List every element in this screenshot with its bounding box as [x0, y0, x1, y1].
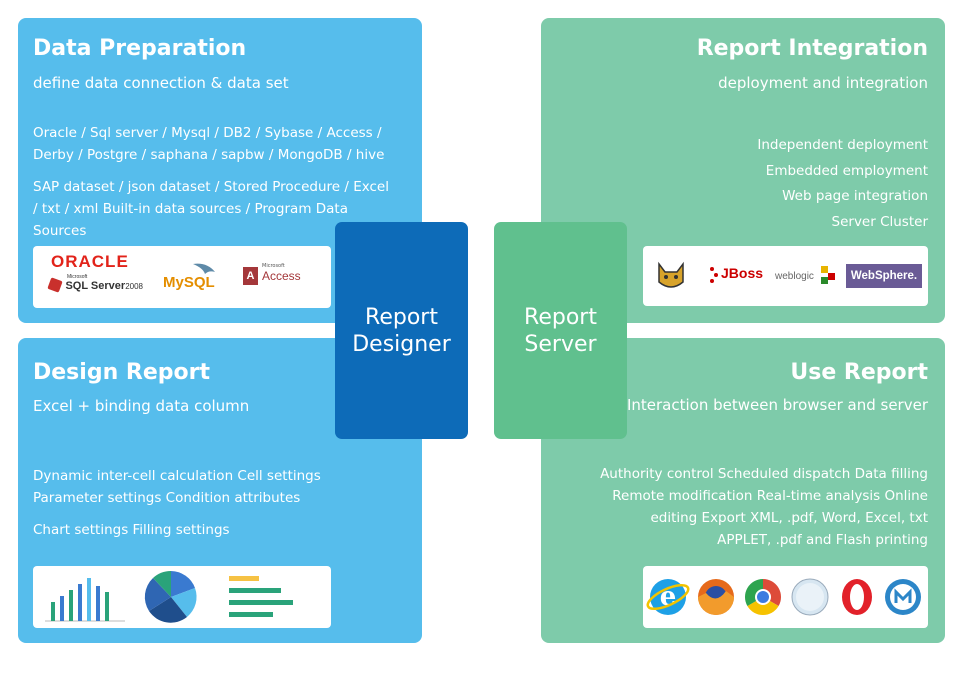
jboss-label: JBoss: [721, 265, 764, 281]
use-report-items: Authority control Scheduled dispatch Dat…: [600, 466, 928, 548]
horizontal-bar-thumbnail: [229, 576, 293, 617]
report-server-label: Report Server: [524, 304, 597, 357]
access-icon: A: [243, 267, 258, 285]
access-small-label: Microsoft: [262, 263, 285, 269]
access-logo: A Microsoft Access: [243, 263, 301, 285]
dolphin-icon: [193, 263, 215, 274]
websphere-logo: WebSphere.: [846, 264, 922, 288]
chart-thumbnails: [33, 566, 331, 628]
weblogic-label: weblogic: [775, 271, 814, 282]
opera-icon: [842, 579, 872, 615]
design-features: Dynamic inter-cell calculation Cell sett…: [33, 468, 321, 506]
report-designer-node: Report Designer: [335, 222, 468, 439]
data-preparation-title: Data Preparation: [33, 36, 247, 61]
access-label: Access: [262, 269, 301, 283]
report-integration-subtitle: deployment and integration: [718, 74, 928, 92]
sqlserver-label: SQL Server: [65, 280, 126, 292]
jboss-logo: JBoss: [707, 264, 763, 290]
use-report-title: Use Report: [790, 360, 928, 385]
pie-chart-thumbnail: [144, 570, 197, 623]
design-report-subtitle: Excel + binding data column: [33, 397, 250, 415]
firefox-icon: [698, 579, 734, 615]
report-integration-title: Report Integration: [696, 36, 928, 61]
dataset-list: SAP dataset / json dataset / Stored Proc…: [33, 179, 389, 239]
sqlserver-small-label: Microsoft: [67, 274, 88, 280]
sqlserver-logo: Microsoft SQL Server2008: [47, 274, 143, 294]
use-report-subtitle: Interaction between browser and server: [626, 396, 928, 414]
maxthon-icon: [885, 579, 921, 615]
weblogic-icon: [821, 266, 835, 284]
tomcat-icon: [658, 261, 684, 288]
jboss-icon: [710, 267, 718, 283]
sqlserver-icon: [47, 277, 63, 293]
oracle-logo: ORACLE: [51, 252, 129, 271]
database-logos: ORACLE Microsoft SQL Server2008 MySQL A …: [33, 246, 331, 308]
design-report-panel: Design Report Excel + binding data colum…: [18, 338, 422, 643]
integration-items: Independent deployment Embedded employme…: [757, 137, 928, 230]
design-report-title: Design Report: [33, 360, 210, 385]
chart-thumbnail-graphic: [45, 570, 293, 623]
data-preparation-subtitle: define data connection & data set: [33, 74, 289, 92]
safari-icon: [791, 578, 829, 616]
bar-chart-thumbnail: [45, 578, 125, 622]
mysql-logo: MySQL: [163, 260, 223, 300]
report-server-node: Report Server: [494, 222, 627, 439]
report-designer-label: Report Designer: [352, 304, 451, 357]
browser-logos: e: [643, 566, 928, 628]
mysql-label: MySQL: [163, 274, 215, 291]
chart-features: Chart settings Filling settings: [33, 522, 230, 538]
browser-icons-strip: e: [646, 578, 921, 616]
database-list: Oracle / Sql server / Mysql / DB2 / Syba…: [33, 125, 385, 163]
ie-icon: e: [646, 579, 690, 615]
server-logos: JBoss weblogic WebSphere.: [643, 246, 928, 306]
data-preparation-panel: Data Preparation define data connection …: [18, 18, 422, 323]
sqlserver-year: 2008: [125, 282, 143, 291]
chrome-icon: [744, 579, 782, 616]
